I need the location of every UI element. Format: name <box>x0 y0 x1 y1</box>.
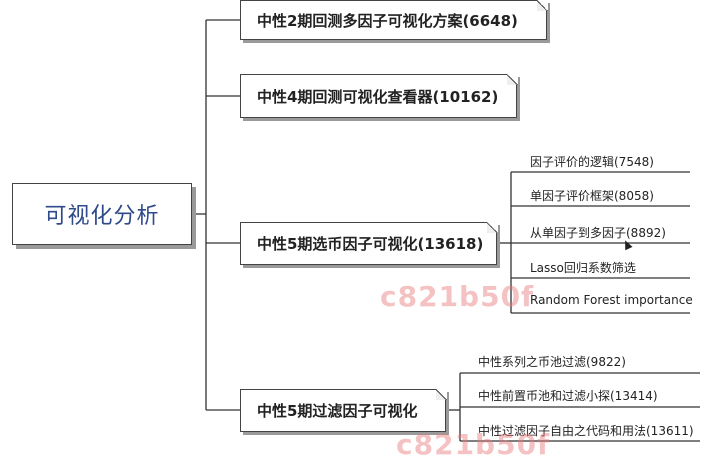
connector-lines <box>192 19 700 442</box>
branch-node-3[interactable]: 中性5期选币因子可视化(13618) <box>240 221 498 265</box>
branch-label-4: 中性5期过滤因子可视化 <box>257 402 418 420</box>
mindmap-canvas: 可视化分析 中性2期回测多因子可视化方案(6648) 中性4期回测可视化查看器(… <box>12 0 700 461</box>
leaf-3-1[interactable]: 因子评价的逻辑(7548) <box>530 155 654 169</box>
leaf-4-1[interactable]: 中性系列之币池过滤(9822) <box>478 355 626 369</box>
leaf-3-3[interactable]: 从单因子到多因子(8892) <box>530 226 666 240</box>
branch-node-4[interactable]: 中性5期过滤因子可视化 <box>240 388 447 432</box>
branch-label-2: 中性4期回测可视化查看器(10162) <box>257 87 499 106</box>
root-label: 可视化分析 <box>44 204 160 229</box>
branch-node-1[interactable]: 中性2期回测多因子可视化方案(6648) <box>240 0 548 40</box>
watermark-1: c821b50f <box>380 280 535 313</box>
branch-label-3: 中性5期选币因子可视化(13618) <box>257 235 484 253</box>
leaf-3-4[interactable]: Lasso回归系数筛选 <box>530 261 636 275</box>
watermark-2: c821b50f <box>396 428 551 461</box>
root-node[interactable]: 可视化分析 <box>12 183 192 245</box>
branch-label-1: 中性2期回测多因子可视化方案(6648) <box>257 11 518 30</box>
leaf-3-2[interactable]: 单因子评价框架(8058) <box>530 189 654 203</box>
leaf-4-2[interactable]: 中性前置币池和过滤小探(13414) <box>478 389 658 403</box>
leaf-3-5[interactable]: Random Forest importance <box>530 293 693 307</box>
branch-node-2[interactable]: 中性4期回测可视化查看器(10162) <box>240 73 518 118</box>
leaf-4-3[interactable]: 中性过滤因子自由之代码和用法(13611) <box>478 424 694 438</box>
